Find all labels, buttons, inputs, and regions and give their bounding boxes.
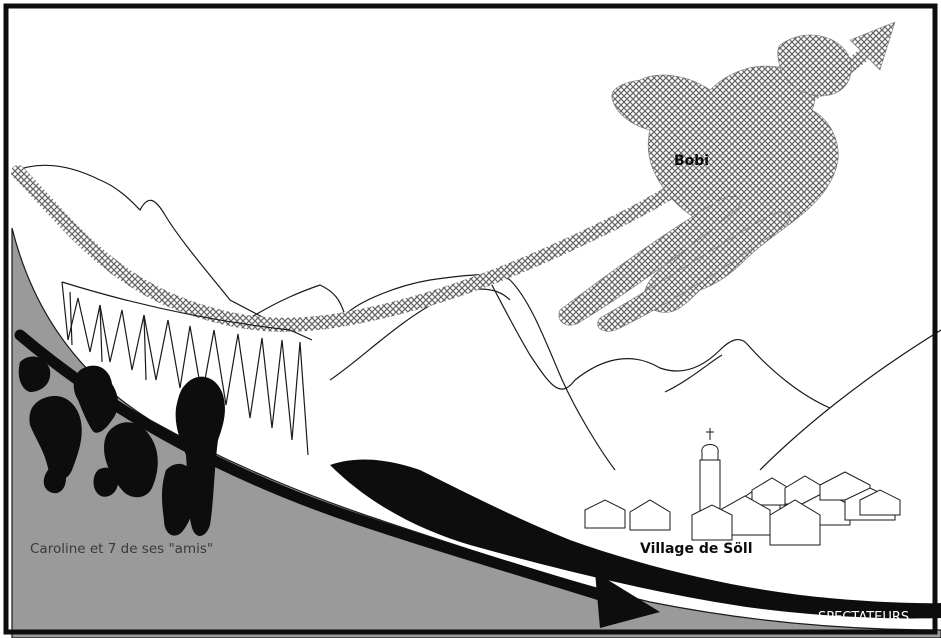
spectators-label: SPECTATEURS xyxy=(818,611,909,624)
jumper-label: Bobi xyxy=(674,154,709,168)
spectator-caption: Caroline et 7 de ses "amis" xyxy=(30,543,213,557)
village-label: Village de Söll xyxy=(640,542,753,556)
